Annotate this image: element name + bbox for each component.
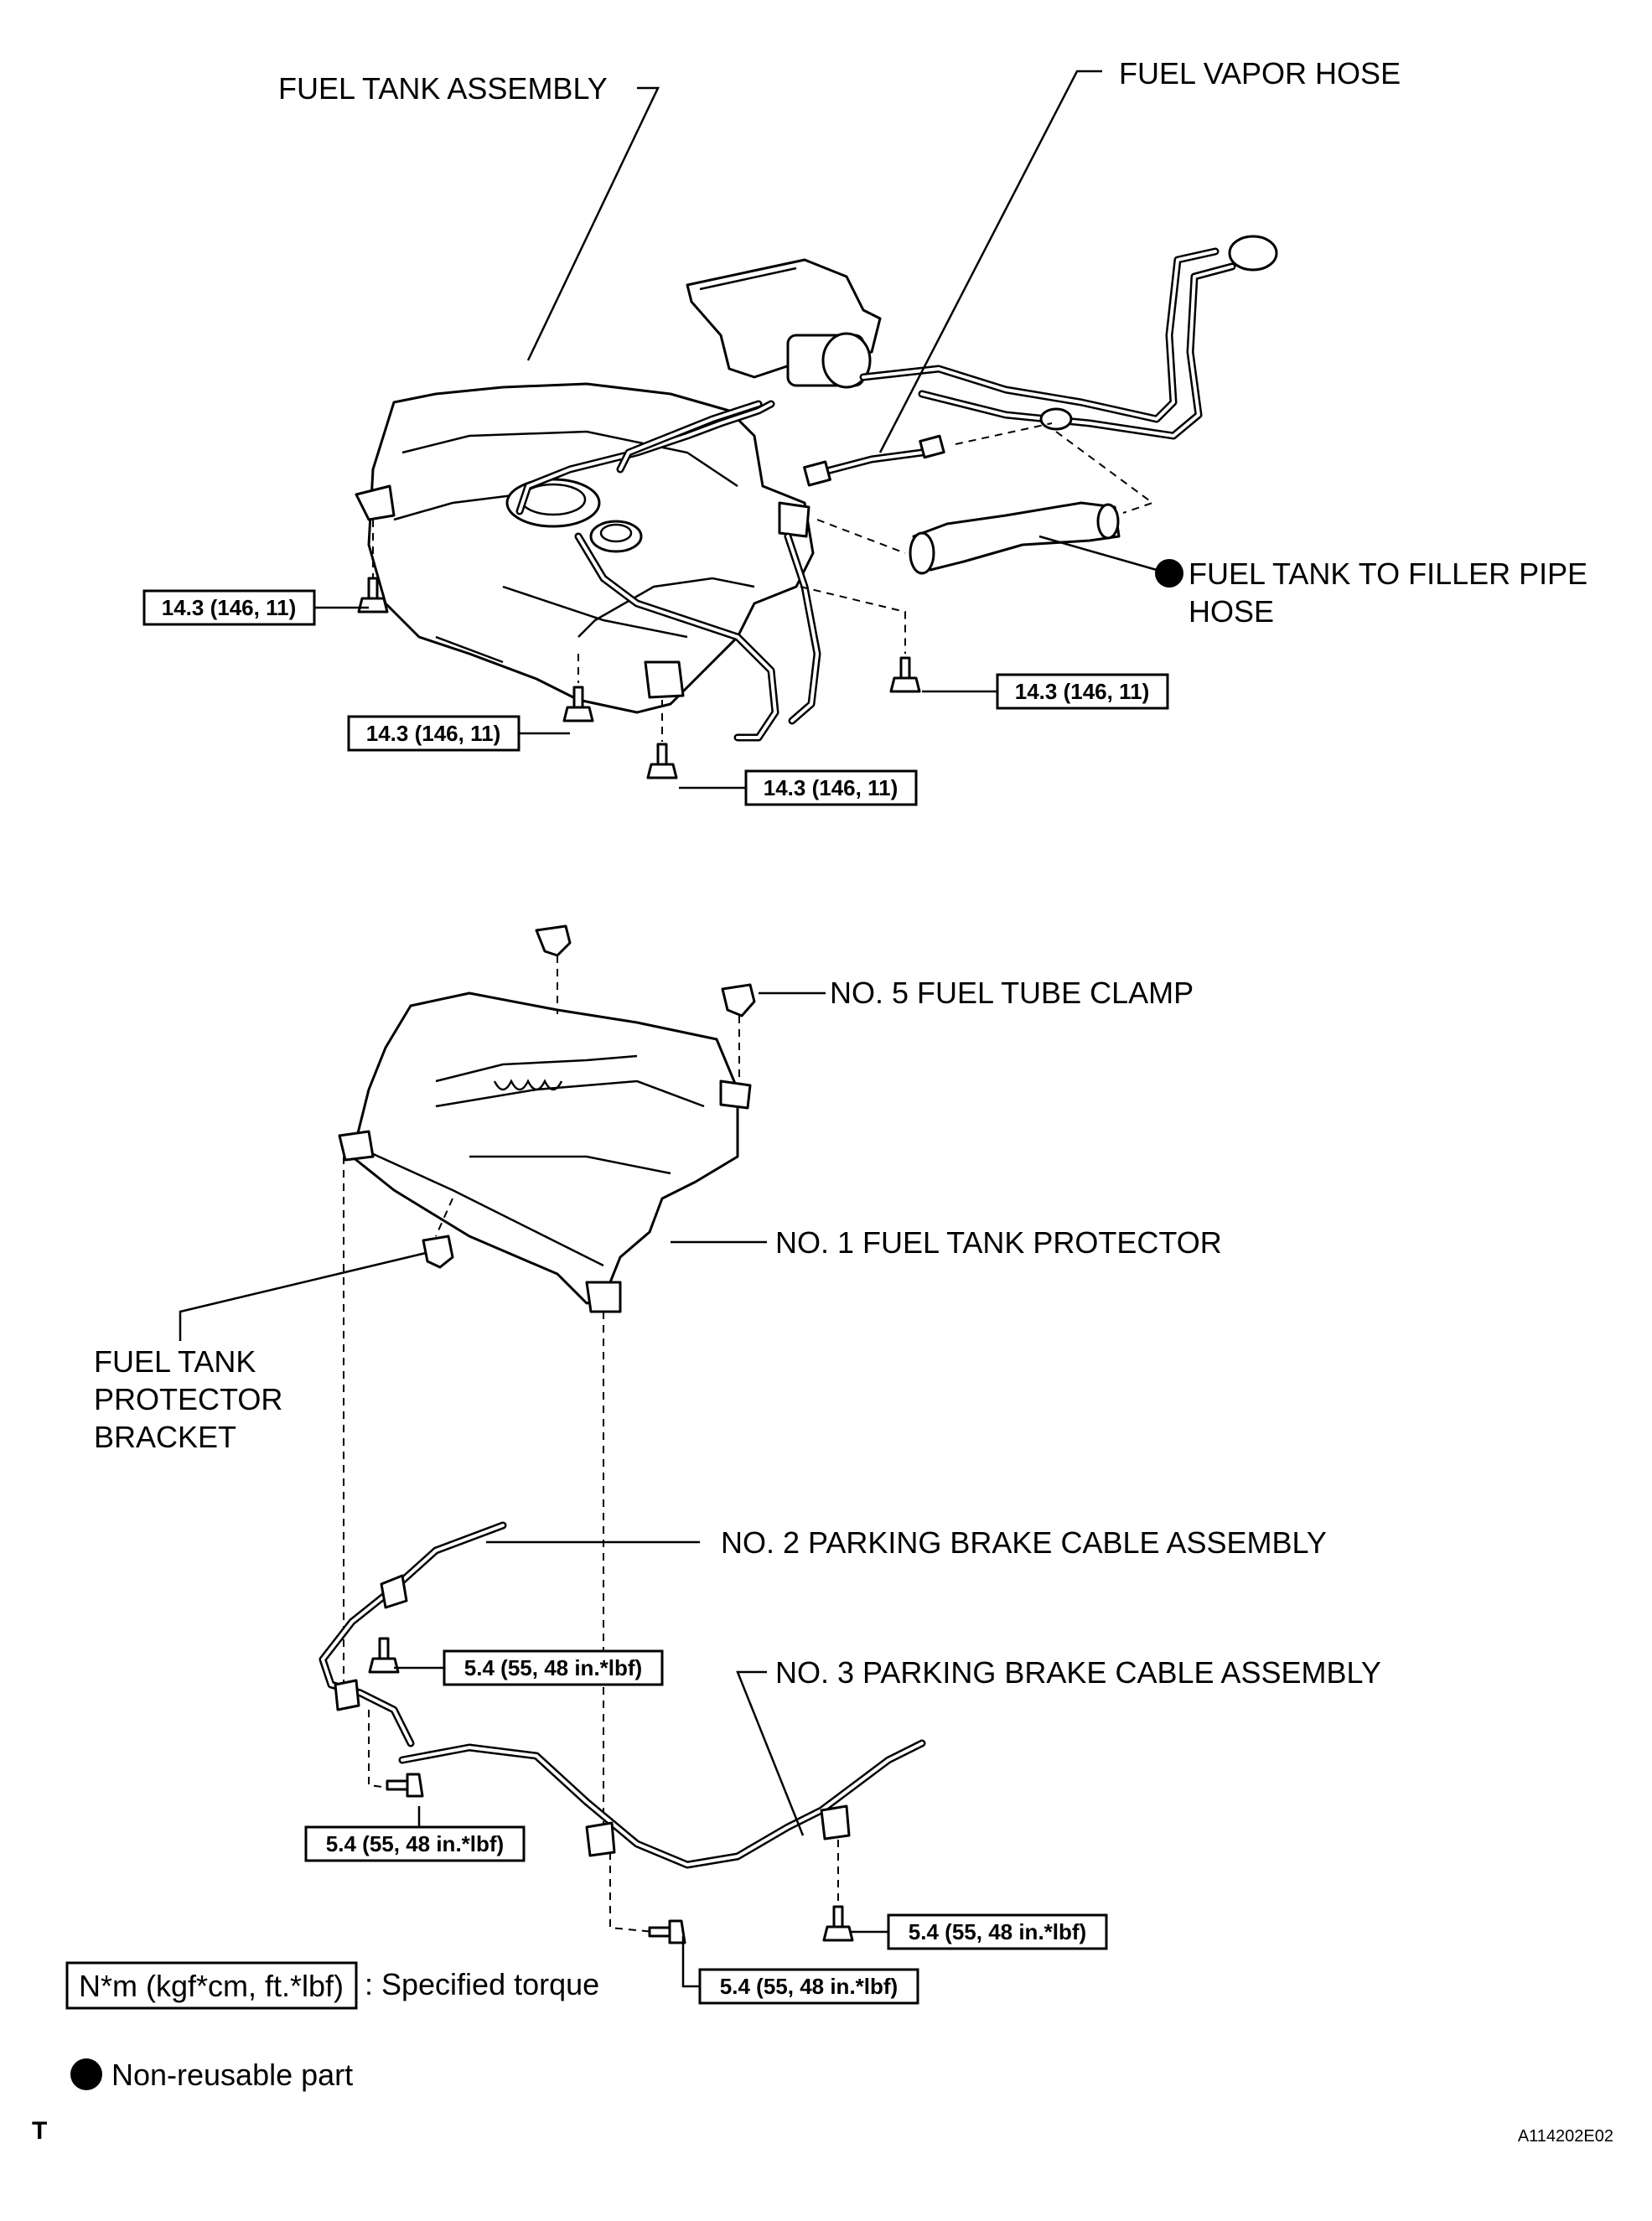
bolt-icon <box>648 1919 686 1944</box>
label-filler-hose-line2: HOSE <box>1189 594 1274 629</box>
legend-nonreusable-text: Non-reusable part <box>111 2058 353 2092</box>
legend-torque-unit: N*m (kgf*cm, ft.*lbf) <box>79 1969 344 2003</box>
label-fuel-tank-assembly: FUEL TANK ASSEMBLY <box>278 71 608 106</box>
alignment-lines-middle <box>343 955 740 1827</box>
label-no1-protector: NO. 1 FUEL TANK PROTECTOR <box>775 1225 1222 1260</box>
bolt-icon <box>368 1637 400 1674</box>
svg-text:14.3 (146, 11): 14.3 (146, 11) <box>1015 679 1149 704</box>
legend-specified-torque: N*m (kgf*cm, ft.*lbf) : Specified torque <box>65 1961 599 2010</box>
leader-filler-hose <box>1038 535 1157 572</box>
torque-box-cable-left: 5.4 (55, 48 in.*lbf) <box>304 1825 526 1862</box>
fuel-tank-assembly <box>355 382 815 714</box>
label-fuel-vapor-hose: FUEL VAPOR HOSE <box>1119 56 1401 91</box>
non-reusable-icon <box>70 2058 102 2090</box>
svg-text:14.3 (146, 11): 14.3 (146, 11) <box>366 721 500 746</box>
bolt-icon <box>822 1905 854 1942</box>
bolt-icon <box>562 686 594 722</box>
label-filler-hose-line1: FUEL TANK TO FILLER PIPE <box>1189 557 1587 591</box>
leader-no3-cable <box>736 1670 805 1836</box>
label-bracket-line2: PROTECTOR <box>94 1382 282 1416</box>
torque-box-tank-mid: 14.3 (146, 11) <box>347 715 520 752</box>
torque-box-tank-bottom: 14.3 (146, 11) <box>744 769 918 806</box>
corner-mark: T <box>32 2117 47 2145</box>
label-no2-cable: NO. 2 PARKING BRAKE CABLE ASSEMBLY <box>721 1525 1327 1560</box>
leader-torque-bottom-lower <box>681 1936 700 1988</box>
filler-pipe-hose <box>909 501 1121 575</box>
leader-vapor-hose <box>878 70 1102 453</box>
fuel-tubes <box>515 400 821 742</box>
torque-box-cable-right: 5.4 (55, 48 in.*lbf) <box>887 1913 1108 1950</box>
svg-text:14.3 (146, 11): 14.3 (146, 11) <box>764 775 898 800</box>
non-reusable-icon <box>1155 559 1183 588</box>
bolt-icon <box>646 743 678 779</box>
legend-torque-desc: : Specified torque <box>365 1967 599 2001</box>
fuel-vapor-hose <box>803 434 945 487</box>
label-no5-clamp: NO. 5 FUEL TUBE CLAMP <box>830 976 1194 1010</box>
label-no3-cable: NO. 3 PARKING BRAKE CABLE ASSEMBLY <box>775 1655 1381 1690</box>
legend-non-reusable: Non-reusable part <box>70 2058 353 2092</box>
no3-parking-brake-cable <box>398 1739 926 1869</box>
leader-bracket <box>179 1251 427 1341</box>
svg-text:14.3 (146, 11): 14.3 (146, 11) <box>162 595 296 620</box>
bolt-icon <box>386 1773 424 1798</box>
svg-text:5.4 (55, 48 in.*lbf): 5.4 (55, 48 in.*lbf) <box>909 1919 1086 1944</box>
figure-id: A114202E02 <box>1518 2127 1613 2146</box>
leader-tank <box>526 86 660 361</box>
label-bracket-line1: FUEL TANK <box>94 1344 256 1379</box>
label-bracket-line3: BRACKET <box>94 1420 236 1454</box>
svg-text:5.4 (55, 48 in.*lbf): 5.4 (55, 48 in.*lbf) <box>464 1655 642 1680</box>
protector-bracket-clip-icon <box>422 1235 454 1269</box>
fuel-tube-clamp-icon <box>535 924 572 957</box>
bolt-icon <box>889 656 921 693</box>
svg-text:5.4 (55, 48 in.*lbf): 5.4 (55, 48 in.*lbf) <box>720 1974 898 1999</box>
no2-parking-brake-cable <box>318 1521 507 1747</box>
torque-box-tank-right: 14.3 (146, 11) <box>996 673 1169 710</box>
fuel-tube-clamp-icon <box>721 983 756 1017</box>
torque-box-cable-no2: 5.4 (55, 48 in.*lbf) <box>443 1649 664 1686</box>
svg-text:5.4 (55, 48 in.*lbf): 5.4 (55, 48 in.*lbf) <box>326 1831 504 1856</box>
alignment-lines-upper <box>372 422 1155 742</box>
charcoal-canister-bracket <box>686 258 882 389</box>
fuel-filler-pipe <box>859 235 1278 440</box>
torque-box-cable-bottom: 5.4 (55, 48 in.*lbf) <box>698 1968 919 2005</box>
no1-fuel-tank-protector <box>338 991 752 1313</box>
torque-box-tank-left: 14.3 (146, 11) <box>142 589 316 626</box>
